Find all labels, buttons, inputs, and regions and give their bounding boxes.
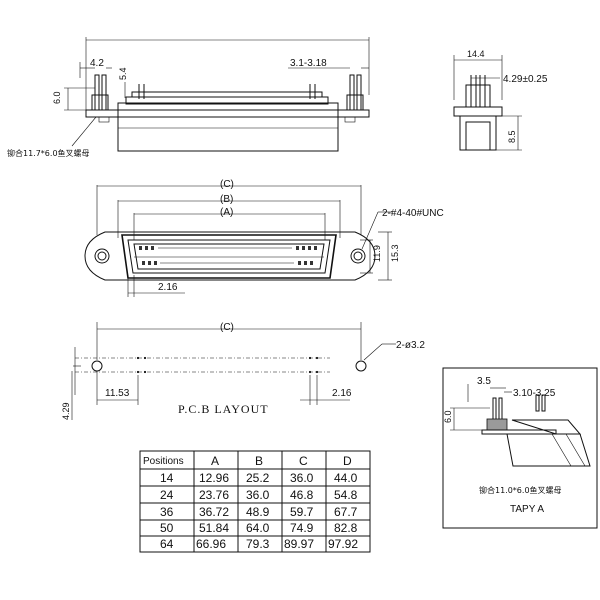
pcb-pad-rows bbox=[75, 356, 330, 374]
dim-6-0: 6.0 bbox=[52, 91, 62, 104]
front-flange bbox=[84, 231, 376, 281]
table-cell: 64 bbox=[160, 537, 174, 551]
table-cell: 48.9 bbox=[246, 505, 270, 519]
tapy-body bbox=[506, 433, 591, 467]
table-cell: 97.92 bbox=[328, 537, 358, 551]
pcb-left-mount-hole bbox=[91, 360, 103, 372]
mounting-flange bbox=[85, 109, 370, 118]
dim-4-29-pcb: 4.29 bbox=[61, 402, 71, 420]
contacts-lower-row bbox=[142, 261, 313, 265]
table-header-positions: Positions bbox=[143, 456, 184, 467]
table-cell: 36.0 bbox=[290, 471, 314, 485]
tapy-a-title: TAPY A bbox=[510, 504, 544, 515]
tapy-a-detail: 3.5 3.10-3.25 6.0 铆合11.0*6.0鱼叉螺母 TAPY A bbox=[442, 367, 598, 529]
table-header-d: D bbox=[343, 454, 352, 468]
table-cell: 36 bbox=[160, 505, 174, 519]
table-cell: 24 bbox=[160, 488, 174, 502]
dim-6-0-tapy: 6.0 bbox=[443, 410, 453, 423]
table-cell: 79.3 bbox=[246, 537, 270, 551]
table-cell: 12.96 bbox=[199, 471, 229, 485]
pcb-layout-title: P.C.B LAYOUT bbox=[178, 402, 269, 416]
tapy-nut-note: 铆合11.0*6.0鱼叉螺母 bbox=[479, 485, 562, 495]
pcb-right-mount-hole bbox=[355, 360, 367, 372]
dim-4-29-side: 4.29±0.25 bbox=[503, 74, 548, 85]
table-cell: 44.0 bbox=[334, 471, 358, 485]
table-cell: 46.8 bbox=[290, 488, 314, 502]
table-cell: 36.72 bbox=[199, 505, 229, 519]
dim-3-5: 3.5 bbox=[477, 376, 491, 387]
dim-5-4: 5.4 bbox=[118, 67, 128, 80]
d-shell-outer bbox=[121, 234, 337, 279]
table-header-c: C bbox=[299, 454, 308, 468]
tapy-a-frame bbox=[442, 367, 598, 529]
table-cell: 67.7 bbox=[334, 505, 358, 519]
dim-3-1-3-18: 3.1-3.18 bbox=[290, 58, 327, 69]
table-cell: 23.76 bbox=[199, 488, 229, 502]
contacts-upper-row bbox=[139, 246, 317, 250]
left-mount-hole bbox=[94, 248, 110, 264]
table-header-a: A bbox=[211, 454, 219, 468]
dim-3-10-3-25: 3.10-3.25 bbox=[513, 388, 556, 399]
dimension-table: Positions A B C D 14 12.96 25.2 36.0 44.… bbox=[139, 450, 371, 553]
dim-15-3: 15.3 bbox=[390, 244, 400, 262]
front-view: (C) (B) (A) bbox=[84, 179, 444, 297]
table-cell: 50 bbox=[160, 521, 174, 535]
dim-2-16-pcb: 2.16 bbox=[332, 388, 352, 399]
table-cell: 25.2 bbox=[246, 471, 270, 485]
dim-11-53: 11.53 bbox=[105, 388, 130, 399]
nut-note: 铆合11.7*6.0鱼叉螺母 bbox=[7, 148, 90, 158]
table-cell: 36.0 bbox=[246, 488, 270, 502]
dim-4-2: 4.2 bbox=[90, 58, 104, 69]
table-cell: 64.0 bbox=[246, 521, 270, 535]
dim-C-front: (C) bbox=[220, 179, 234, 190]
thread-note: 2-#4-40#UNC bbox=[382, 208, 444, 219]
table-cell: 51.84 bbox=[199, 521, 229, 535]
table-header-b: B bbox=[255, 454, 263, 468]
top-view: 4.2 5.4 3.1-3.18 6.0 铆合11.7*6.0鱼叉螺母 bbox=[7, 37, 370, 158]
table-cell: 74.9 bbox=[290, 521, 314, 535]
table-cell: 14 bbox=[160, 471, 174, 485]
pcb-hole-note: 2-ø3.2 bbox=[396, 340, 425, 351]
table-cell: 59.7 bbox=[290, 505, 314, 519]
table-cell: 66.96 bbox=[196, 537, 226, 551]
dim-11-9: 11.9 bbox=[372, 245, 382, 262]
right-mount-hole bbox=[350, 248, 366, 264]
dim-2-16-front: 2.16 bbox=[158, 282, 178, 293]
dim-C-pcb: (C) bbox=[220, 322, 234, 333]
side-view: 14.4 4.29±0.25 8.5 bbox=[453, 49, 548, 151]
table-cell: 82.8 bbox=[334, 521, 358, 535]
dim-A-front: (A) bbox=[220, 207, 233, 218]
contact-insert bbox=[133, 243, 325, 270]
table-cell: 54.8 bbox=[334, 488, 358, 502]
dim-B-front: (B) bbox=[220, 194, 233, 205]
table-cell: 89.97 bbox=[284, 537, 314, 551]
dim-8-5: 8.5 bbox=[507, 130, 517, 143]
dim-14-4: 14.4 bbox=[467, 49, 485, 59]
connector-body-top bbox=[117, 102, 339, 152]
pcb-layout: (C) 2-ø3.2 11.53 2.16 bbox=[61, 322, 425, 420]
